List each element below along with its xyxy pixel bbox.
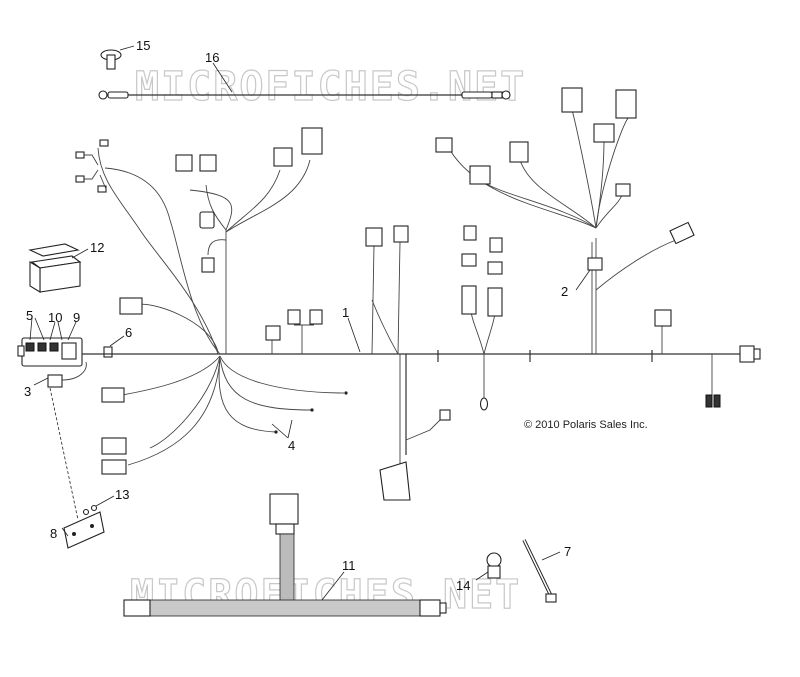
- part-13-screws[interactable]: [82, 504, 98, 516]
- part-15-bolt[interactable]: [100, 49, 122, 70]
- part-5-fuse-box[interactable]: [17, 337, 83, 367]
- part-1-main-harness[interactable]: [75, 87, 761, 501]
- copyright-text: © 2010 Polaris Sales Inc.: [524, 419, 648, 431]
- callout-3[interactable]: 3: [24, 384, 31, 399]
- part-12-box[interactable]: [28, 243, 82, 293]
- callout-15[interactable]: 15: [136, 38, 150, 53]
- part-16-cable[interactable]: [98, 90, 511, 100]
- callout-11[interactable]: 11: [342, 558, 356, 573]
- part-11-conduit-harness[interactable]: [123, 493, 447, 617]
- callout-12[interactable]: 12: [90, 240, 104, 255]
- watermark-top: MICROFICHES.NET: [135, 64, 526, 110]
- part-3-relay[interactable]: [47, 361, 87, 388]
- callout-13[interactable]: 13: [115, 487, 129, 502]
- callout-8[interactable]: 8: [50, 526, 57, 541]
- callout-4[interactable]: 4: [288, 438, 295, 453]
- callout-16[interactable]: 16: [205, 50, 219, 65]
- callout-1[interactable]: 1: [342, 305, 349, 320]
- part-8-bracket[interactable]: [63, 511, 105, 549]
- part-14-grommet[interactable]: [486, 552, 502, 579]
- callout-10[interactable]: 10: [48, 310, 62, 325]
- callout-9[interactable]: 9: [73, 310, 80, 325]
- callout-5[interactable]: 5: [26, 308, 33, 323]
- part-6-clip[interactable]: [103, 346, 113, 358]
- callout-7[interactable]: 7: [564, 544, 571, 559]
- callout-2[interactable]: 2: [561, 284, 568, 299]
- callout-14[interactable]: 14: [456, 578, 470, 593]
- part-7-cable-tie[interactable]: [522, 539, 557, 603]
- callout-6[interactable]: 6: [125, 325, 132, 340]
